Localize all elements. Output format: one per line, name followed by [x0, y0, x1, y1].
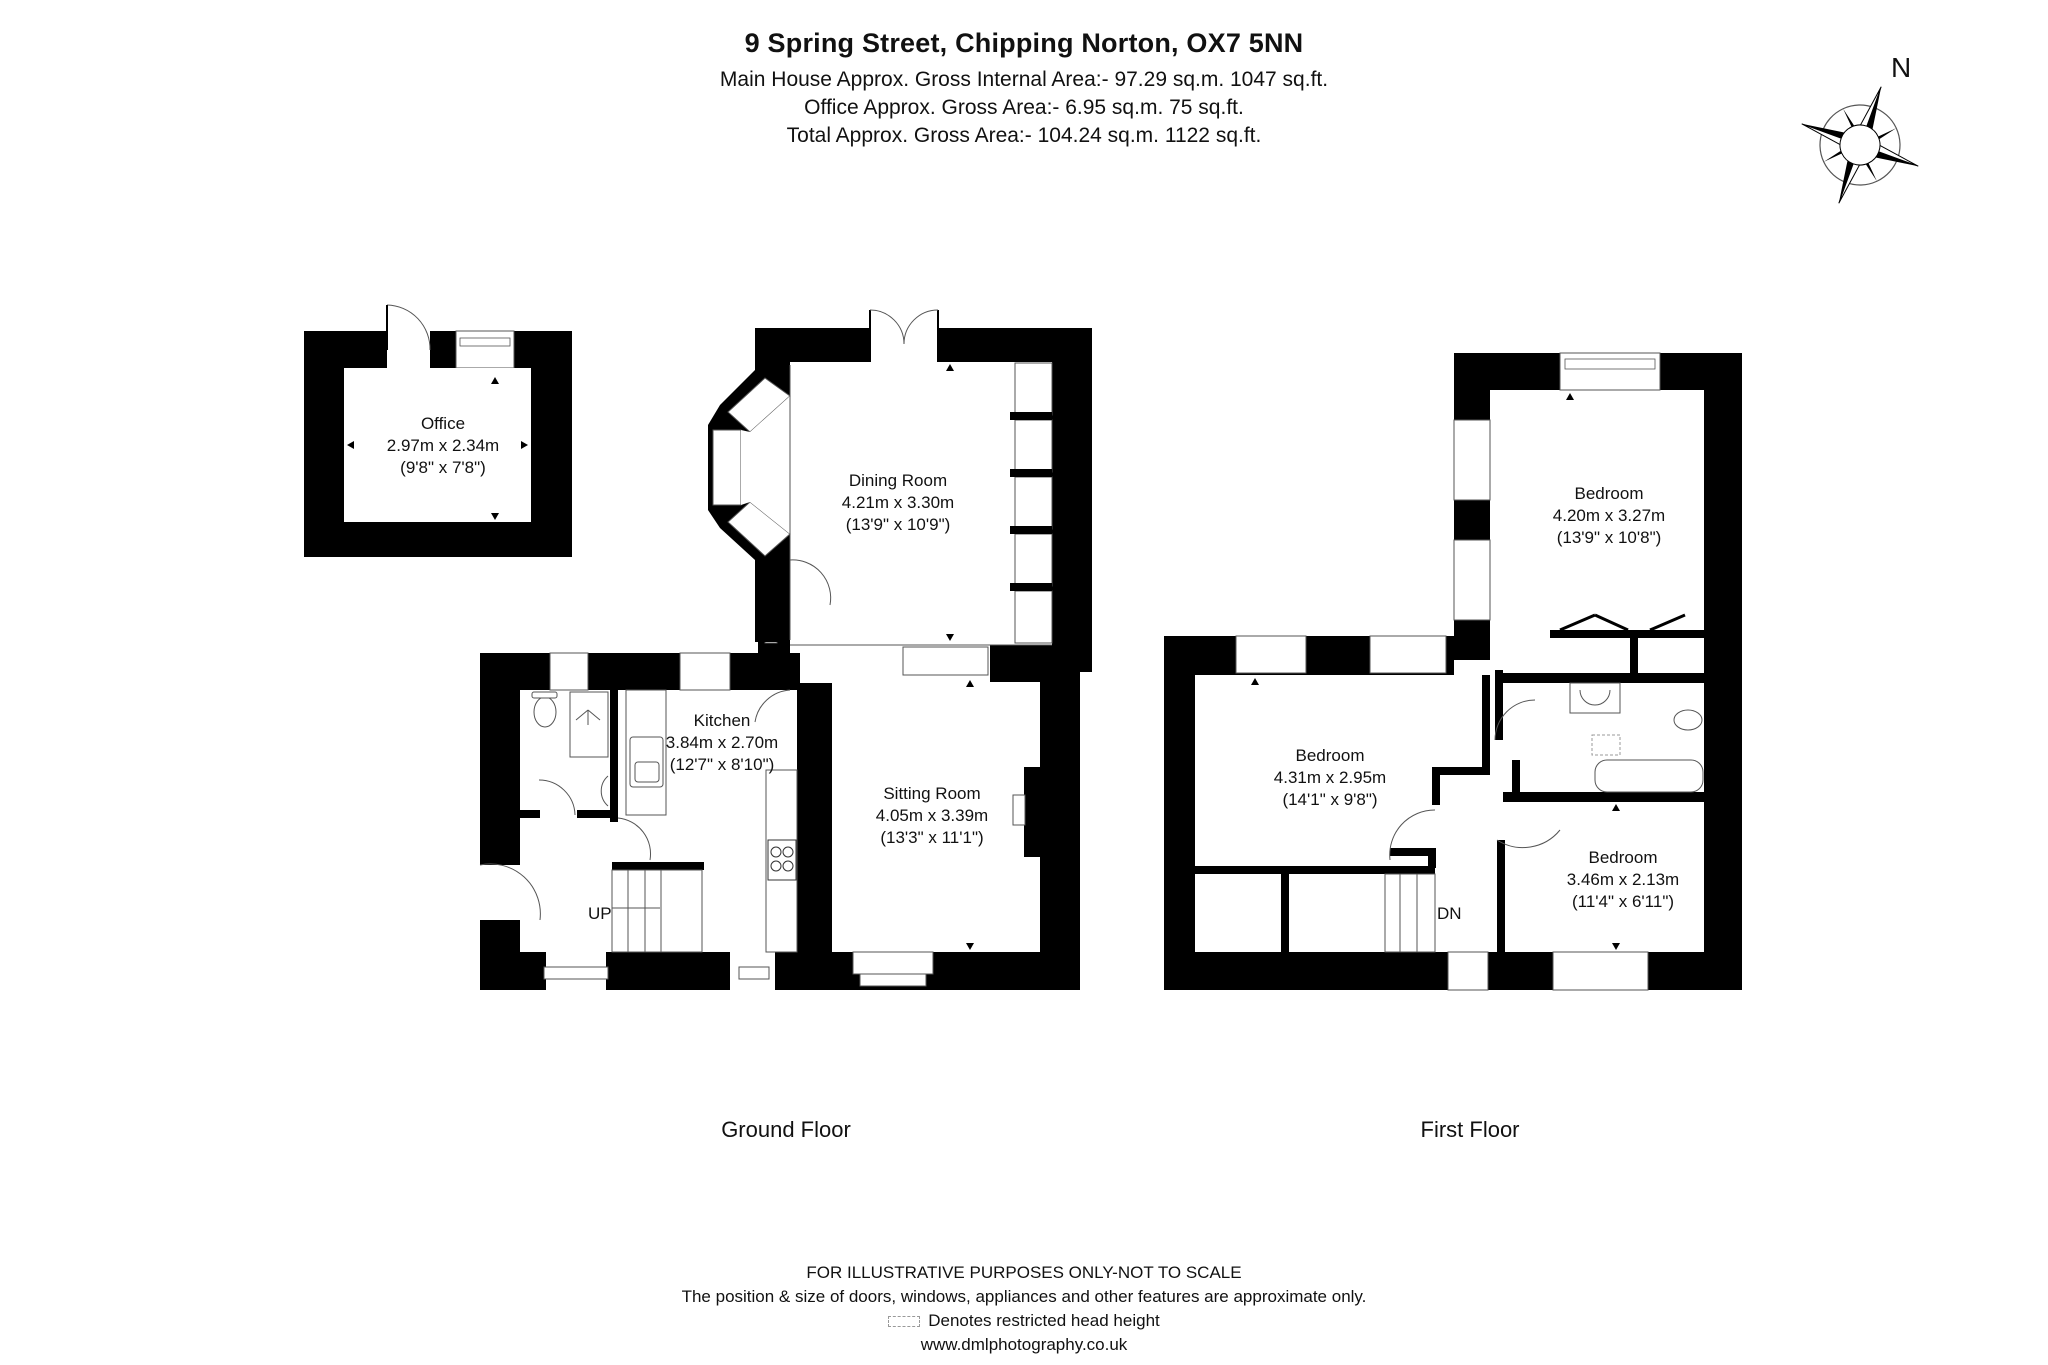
room-label-dining-room: Dining Room 4.21m x 3.30m (13'9" x 10'9"…: [842, 470, 954, 536]
dashed-box-icon: [888, 1316, 921, 1328]
room-label-sitting-room: Sitting Room 4.05m x 3.39m (13'3" x 11'1…: [876, 783, 988, 849]
room-dimensions-metric: 2.97m x 2.34m: [386, 436, 500, 455]
ground-floor-label: Ground Floor: [721, 1117, 851, 1142]
room-dimensions-metric: 4.20m x 3.27m: [1552, 506, 1666, 525]
room-name: Bedroom: [1588, 848, 1658, 867]
room-dimensions-imperial: (12'7" x 8'10"): [669, 755, 775, 774]
room-label-bedroom-small: Bedroom 3.46m x 2.13m (11'4" x 6'11"): [1567, 847, 1679, 913]
room-dimensions-imperial: (13'9" x 10'9"): [845, 515, 951, 534]
room-name: Bedroom: [1574, 484, 1644, 503]
room-dimensions-imperial: (11'4" x 6'11"): [1571, 892, 1675, 911]
room-dimensions-imperial: (13'3" x 11'1"): [880, 828, 984, 847]
room-dimensions-imperial: (9'8" x 7'8"): [400, 458, 486, 477]
total-area: Total Approx. Gross Area:- 104.24 sq.m. …: [786, 124, 1262, 147]
north-label: N: [1891, 52, 1912, 83]
room-dimensions-imperial: (14'1" x 9'8"): [1282, 790, 1378, 809]
room-name: Kitchen: [693, 711, 751, 730]
stairs-up-label: UP: [588, 904, 612, 923]
room-dimensions-metric: 3.84m x 2.70m: [665, 733, 779, 752]
room-label-kitchen: Kitchen 3.84m x 2.70m (12'7" x 8'10"): [666, 710, 778, 776]
room-label-bedroom-left: Bedroom 4.31m x 2.95m (14'1" x 9'8"): [1274, 745, 1386, 811]
room-name: Bedroom: [1295, 746, 1365, 765]
ground-floor-walls: [479, 309, 1092, 990]
compass-rose-icon: [1801, 86, 1919, 204]
office-walls: [304, 304, 572, 557]
room-dimensions-imperial: (13'9" x 10'8"): [1556, 528, 1662, 547]
room-label-office: Office 2.97m x 2.34m (9'8" x 7'8"): [387, 413, 499, 479]
main-house-area: Main House Approx. Gross Internal Area:-…: [719, 68, 1329, 91]
first-floor-label: First Floor: [1420, 1117, 1520, 1142]
room-name: Sitting Room: [883, 784, 981, 803]
property-address-title: 9 Spring Street, Chipping Norton, OX7 5N…: [744, 28, 1304, 58]
room-dimensions-metric: 4.31m x 2.95m: [1273, 768, 1387, 787]
website-link[interactable]: www.dmlphotography.co.uk: [920, 1335, 1128, 1354]
room-dimensions-metric: 4.05m x 3.39m: [875, 806, 989, 825]
office-area: Office Approx. Gross Area:- 6.95 sq.m. 7…: [804, 96, 1244, 119]
room-name: Office: [420, 414, 466, 433]
first-floor-walls: [1164, 352, 1742, 991]
restricted-head-height-legend: Denotes restricted head height: [0, 1310, 2048, 1332]
room-name: Dining Room: [848, 471, 948, 490]
room-dimensions-metric: 3.46m x 2.13m: [1566, 870, 1680, 889]
legend-text: Denotes restricted head height: [928, 1311, 1160, 1330]
approximation-note: The position & size of doors, windows, a…: [681, 1287, 1367, 1306]
dimension-markers: [347, 364, 1620, 950]
stairs-down-label: DN: [1437, 904, 1462, 923]
room-dimensions-metric: 4.21m x 3.30m: [841, 493, 955, 512]
disclaimer-text: FOR ILLUSTRATIVE PURPOSES ONLY-NOT TO SC…: [806, 1263, 1242, 1282]
room-label-bedroom-rear: Bedroom 4.20m x 3.27m (13'9" x 10'8"): [1553, 483, 1665, 549]
